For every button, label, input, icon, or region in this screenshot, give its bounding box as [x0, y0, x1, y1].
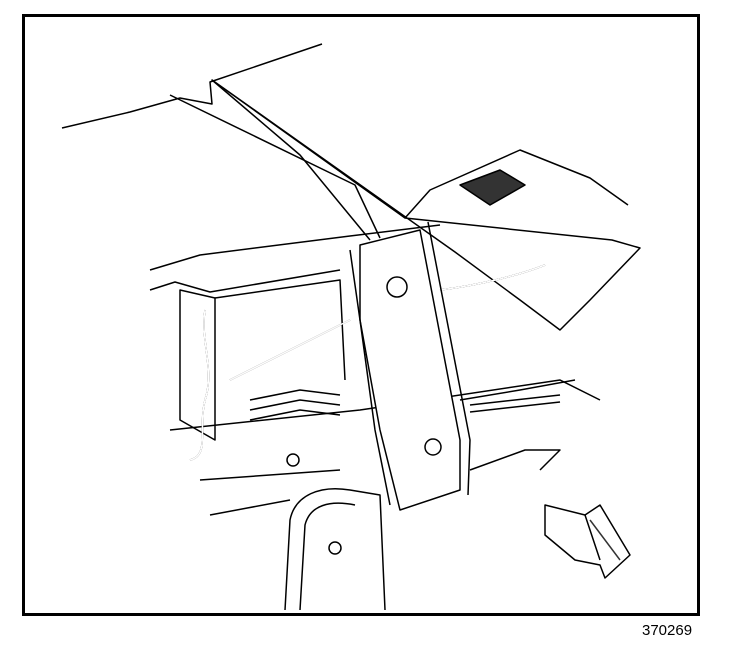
figure-id: 370269: [642, 622, 693, 639]
wire-harness-left: [189, 309, 210, 461]
windshield-panel: [211, 79, 641, 331]
vent-grille: [459, 169, 526, 206]
lower-support: [284, 488, 386, 611]
bracket-hole: [386, 276, 408, 298]
lower-housing: [169, 379, 601, 431]
front-direction-arrow-icon: [544, 504, 631, 579]
mounting-bracket: [359, 229, 461, 511]
illustration-frame: [22, 14, 700, 616]
left-module: [179, 289, 216, 441]
bracket-bolt: [424, 438, 442, 456]
wire-harness-right: [439, 264, 546, 291]
dash-top-edge: [61, 43, 323, 129]
